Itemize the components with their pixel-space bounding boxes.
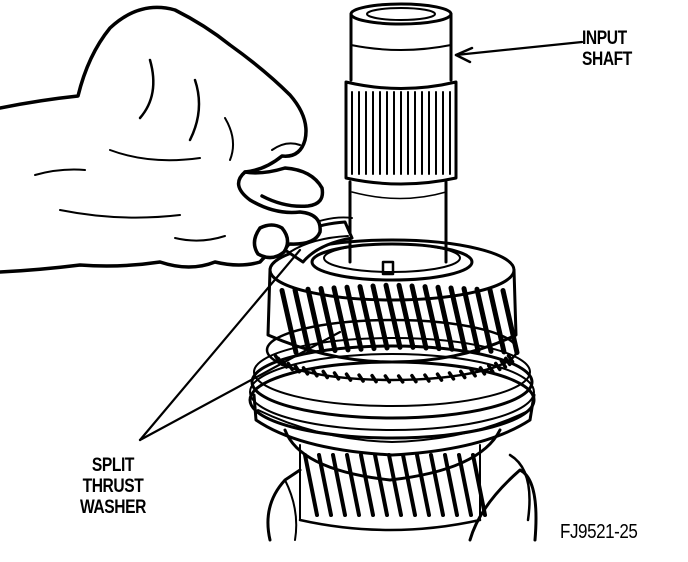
input-shaft bbox=[344, 2, 458, 264]
callout-input-shaft-line2: SHAFT bbox=[582, 49, 632, 70]
lower-gear bbox=[283, 428, 502, 532]
leader-input-shaft bbox=[454, 40, 584, 57]
callout-input-shaft-line1: INPUT bbox=[582, 28, 627, 49]
callout-washer-line2: THRUST bbox=[82, 476, 144, 497]
callout-washer-line3: WASHER bbox=[80, 497, 146, 518]
leader-lines bbox=[138, 40, 584, 442]
figure-id: FJ9521-25 bbox=[560, 521, 638, 543]
callout-input-shaft: INPUT SHAFT bbox=[582, 28, 632, 70]
callout-split-thrust-washer: SPLIT THRUST WASHER bbox=[80, 455, 146, 518]
callout-washer-line1: SPLIT bbox=[91, 455, 135, 476]
leader-washer-lower bbox=[138, 330, 342, 442]
hand bbox=[0, 5, 325, 274]
helical-gear bbox=[266, 238, 520, 364]
leader-washer-upper bbox=[138, 248, 302, 442]
